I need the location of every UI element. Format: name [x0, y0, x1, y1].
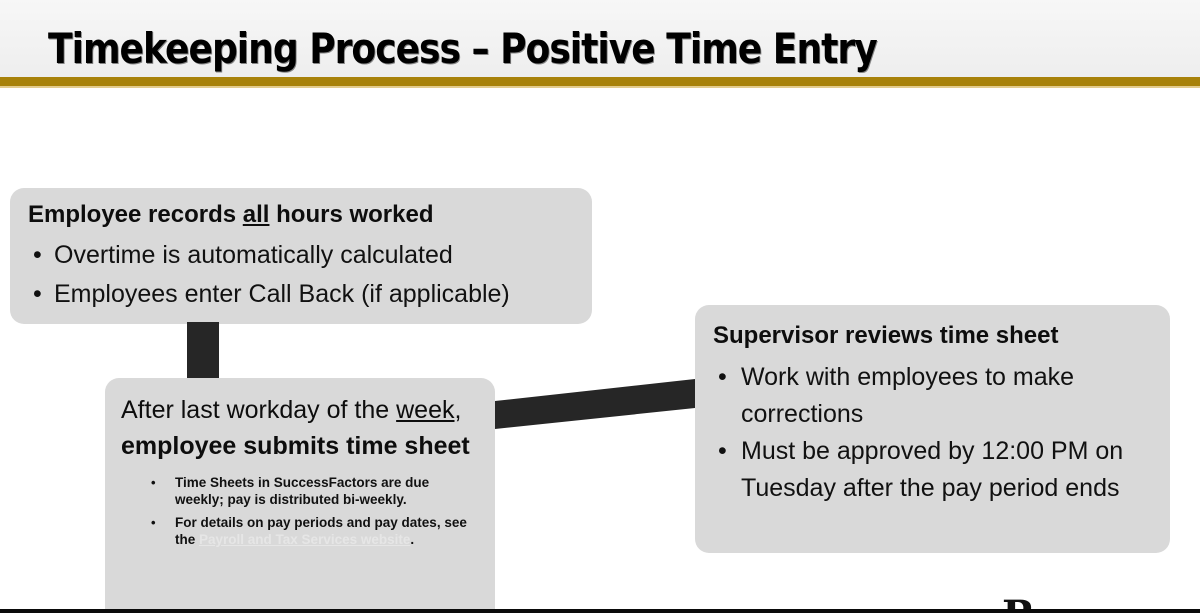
list-item-text: For details on pay periods and pay dates… — [175, 515, 467, 547]
process-box-employee-records: Employee records all hours worked Overti… — [10, 188, 592, 324]
process-box-supervisor-reviews: Supervisor reviews time sheet Work with … — [695, 305, 1170, 553]
heading-text-underlined: week — [396, 396, 455, 424]
list-item: Employees enter Call Back (if applicable… — [28, 275, 576, 314]
header-gold-rule — [0, 77, 1200, 88]
footer-rule — [0, 609, 1200, 613]
heading-text-underlined: all — [242, 201, 270, 228]
list-item-trailing: . — [410, 532, 415, 547]
box-heading-employee-submits: After last workday of the week, employee… — [121, 392, 477, 464]
connector-arrow-vertical — [187, 322, 219, 384]
bullet-list-supervisor-reviews: Work with employees to make corrections … — [713, 359, 1156, 507]
footer-logo-glyph: R — [1002, 596, 1035, 609]
heading-text-bold: employee submits time sheet — [121, 432, 470, 460]
list-item: Work with employees to make corrections — [713, 359, 1156, 433]
heading-text-comma: , — [454, 396, 462, 424]
heading-text-line1: After last workday of the — [121, 396, 397, 424]
list-item-text: Time Sheets in SuccessFactors are due we… — [175, 475, 430, 507]
payroll-tax-services-link[interactable]: Payroll and Tax Services website — [199, 532, 411, 547]
list-item: For details on pay periods and pay dates… — [145, 514, 477, 548]
page-title: Timekeeping Process – Positive Time Entr… — [48, 24, 878, 73]
list-item: Overtime is automatically calculated — [28, 236, 576, 275]
heading-text-before: Employee records — [28, 201, 243, 228]
list-item: Time Sheets in SuccessFactors are due we… — [145, 474, 477, 508]
sub-bullet-list-employee-submits: Time Sheets in SuccessFactors are due we… — [121, 474, 477, 548]
bullet-list-employee-records: Overtime is automatically calculated Emp… — [28, 236, 576, 314]
box-heading-employee-records: Employee records all hours worked — [28, 200, 576, 230]
process-box-employee-submits: After last workday of the week, employee… — [105, 378, 495, 613]
list-item: Must be approved by 12:00 PM on Tuesday … — [713, 433, 1156, 507]
slide-header-band — [0, 0, 1200, 77]
heading-text-after: hours worked — [269, 201, 434, 228]
box-heading-supervisor-reviews: Supervisor reviews time sheet — [713, 322, 1059, 349]
connector-arrow-horizontal — [495, 375, 697, 431]
